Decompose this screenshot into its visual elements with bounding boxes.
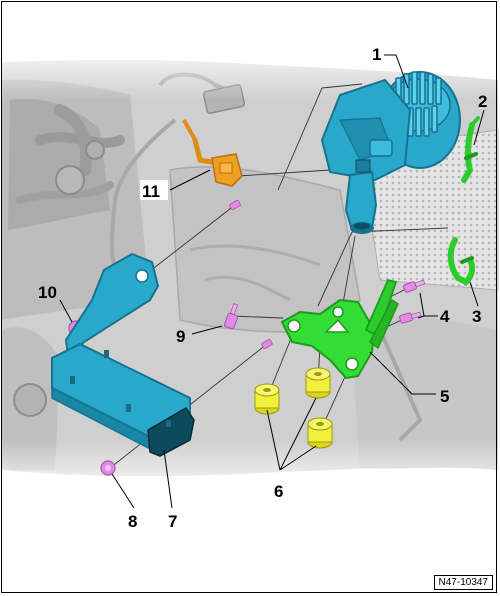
part-6-dampers [254,367,333,449]
part-7-bracket [51,252,195,457]
callout-3: 3 [472,307,481,326]
callout-9: 9 [176,327,185,346]
callout-1: 1 [372,45,381,64]
callout-11: 11 [142,182,160,201]
studs [229,200,273,349]
callout-4: 4 [440,307,450,326]
damper-a [254,383,280,415]
damper-b [305,367,331,399]
figure-reference-code: N47-10347 [433,575,493,590]
callout-5: 5 [440,387,449,406]
part-3-clip [447,237,476,286]
callout-7: 7 [168,512,177,531]
callout-2: 2 [478,92,487,111]
damper-c [307,417,333,449]
part-2-clip [461,116,480,183]
part-5-bracket [281,278,399,379]
part-8-nut [100,460,116,476]
callout-8: 8 [128,512,137,531]
part-11-sensor [182,119,243,187]
callout-6: 6 [274,482,283,501]
part-1-pump [320,71,461,234]
part-9-bolt [223,303,239,330]
part-4-bolts [399,279,426,324]
callout-10: 10 [38,283,57,302]
callouts: 1 2 3 4 5 6 7 8 9 10 11 [38,45,487,531]
